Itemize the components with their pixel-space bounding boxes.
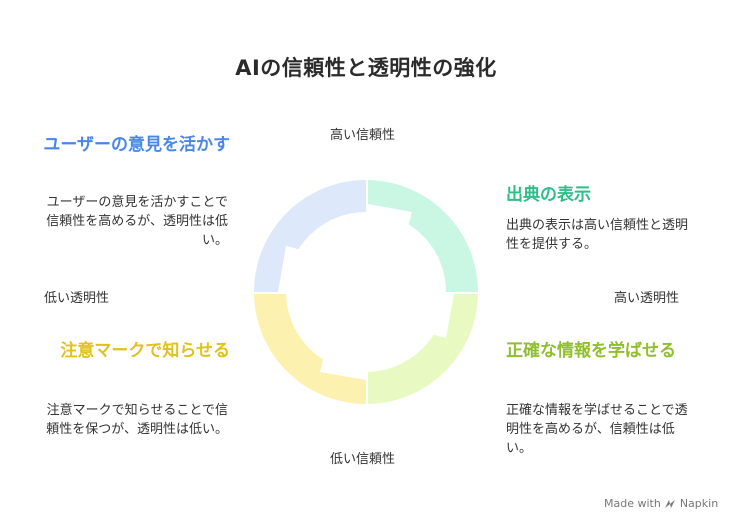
axis-label-right: 高い透明性 — [614, 291, 680, 306]
top-left-heading: ユーザーの意見を活かす — [43, 135, 230, 155]
top-right-description: 出典の表示は高い信頼性と透明性を提供する。 — [506, 218, 689, 252]
axis-label-left: 低い透明性 — [44, 291, 110, 306]
page-title: AIの信頼性と透明性の強化 — [235, 56, 497, 80]
bottom-left-heading: 注意マークで知らせる — [60, 341, 230, 361]
top-left-description: ユーザーの意見を活かすことで信頼性を高めるが、透明性は低い。 — [46, 195, 228, 248]
axis-label-bottom: 低い信頼性 — [330, 452, 396, 467]
bottom-right-description: 正確な情報を学ばせることで透明性を高めるが、信頼性は低い。 — [506, 403, 688, 456]
bottom-left-description: 注意マークで知らせることで信頼性を保つが、透明性は低い。 — [46, 403, 228, 437]
axis-label-top: 高い信頼性 — [330, 128, 396, 143]
branding-text: Made with — [604, 497, 661, 510]
top-right-heading: 出典の表示 — [506, 185, 591, 205]
branding-name: Napkin — [679, 497, 719, 510]
bottom-right-arc — [368, 294, 478, 404]
branding: Made with Napkin — [604, 497, 718, 510]
center-hole — [286, 212, 446, 372]
napkin-logo-icon — [665, 500, 676, 508]
bottom-right-heading: 正確な情報を学ばせる — [506, 341, 676, 361]
cycle-diagram — [254, 180, 478, 404]
